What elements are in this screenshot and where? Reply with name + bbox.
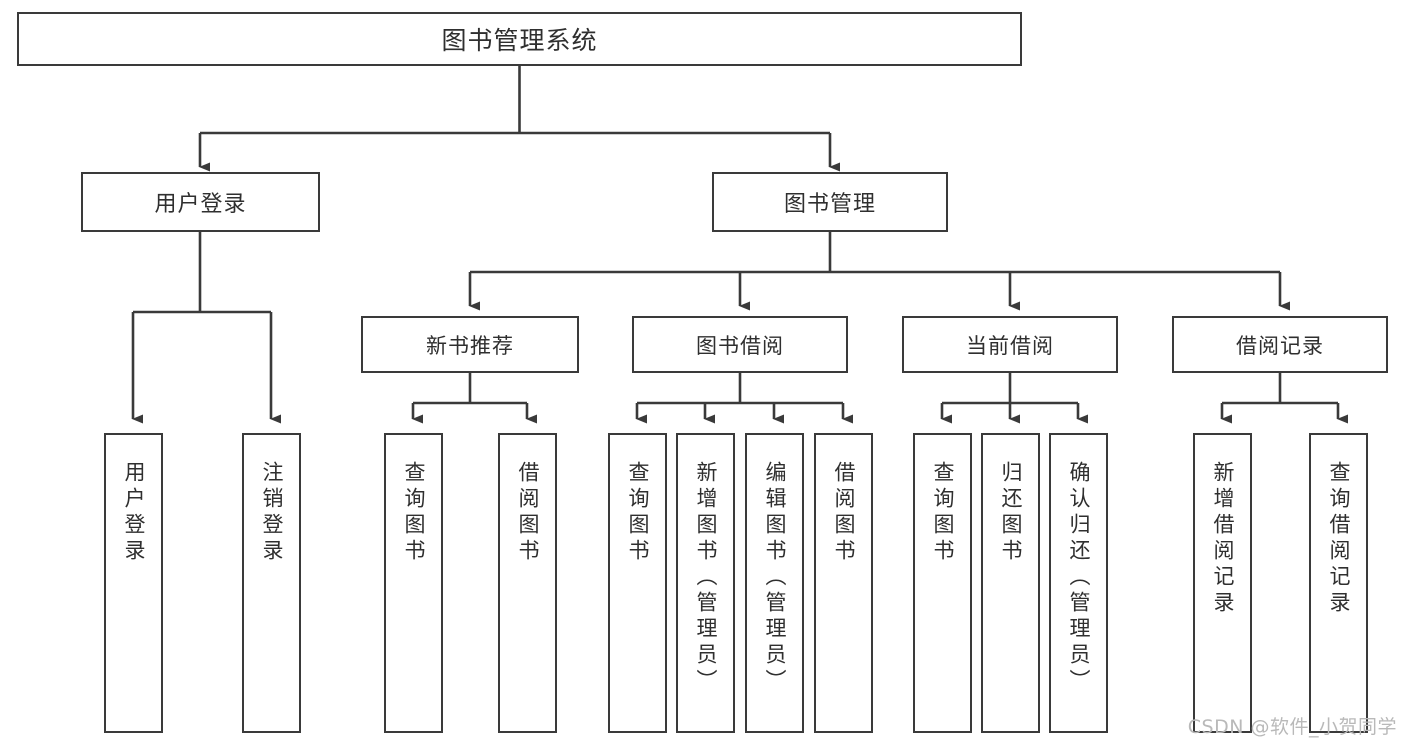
csdn-watermark: CSDN @软件_小贺同学 — [1187, 716, 1397, 738]
node-leaf-query-book-2[interactable]: 查询图书 — [608, 433, 667, 733]
node-leaf-add-record-label: 新增借阅记录 — [1211, 461, 1235, 617]
node-leaf-edit-book[interactable]: 编辑图书（管理员） — [745, 433, 804, 733]
node-new-book-recommend[interactable]: 新书推荐 — [361, 316, 579, 373]
node-current-borrow[interactable]: 当前借阅 — [902, 316, 1118, 373]
node-leaf-query-book-3[interactable]: 查询图书 — [913, 433, 972, 733]
node-leaf-borrow-book-2[interactable]: 借阅图书 — [814, 433, 873, 733]
node-leaf-query-book-3-label: 查询图书 — [931, 461, 955, 565]
node-leaf-return-book[interactable]: 归还图书 — [981, 433, 1040, 733]
node-book-borrow-label: 图书借阅 — [696, 333, 784, 358]
node-user-login-label: 用户登录 — [154, 192, 247, 217]
node-leaf-logout-login-label: 注销登录 — [260, 461, 284, 565]
node-book-borrow[interactable]: 图书借阅 — [632, 316, 848, 373]
node-leaf-user-login[interactable]: 用户登录 — [104, 433, 163, 733]
node-leaf-confirm-return[interactable]: 确认归还（管理员） — [1049, 433, 1108, 733]
node-leaf-return-book-label: 归还图书 — [999, 461, 1023, 565]
node-leaf-borrow-book-1-label: 借阅图书 — [516, 461, 540, 565]
node-root-label: 图书管理系统 — [441, 26, 598, 55]
node-leaf-query-book-1-label: 查询图书 — [402, 461, 426, 565]
node-leaf-user-login-label: 用户登录 — [122, 461, 146, 565]
node-book-management-label: 图书管理 — [783, 192, 876, 217]
node-leaf-add-book[interactable]: 新增图书（管理员） — [676, 433, 735, 733]
node-leaf-edit-book-label: 编辑图书（管理员） — [763, 461, 787, 695]
node-leaf-borrow-book-1[interactable]: 借阅图书 — [498, 433, 557, 733]
node-leaf-confirm-return-label: 确认归还（管理员） — [1067, 461, 1091, 695]
node-leaf-query-book-1[interactable]: 查询图书 — [384, 433, 443, 733]
node-book-management[interactable]: 图书管理 — [712, 172, 948, 232]
node-user-login[interactable]: 用户登录 — [81, 172, 320, 232]
node-root[interactable]: 图书管理系统 — [17, 12, 1022, 66]
node-borrow-record[interactable]: 借阅记录 — [1172, 316, 1388, 373]
node-leaf-borrow-book-2-label: 借阅图书 — [832, 461, 856, 565]
node-leaf-query-record-label: 查询借阅记录 — [1327, 461, 1351, 617]
node-borrow-record-label: 借阅记录 — [1236, 333, 1324, 358]
node-leaf-add-book-label: 新增图书（管理员） — [694, 461, 718, 695]
node-leaf-query-record[interactable]: 查询借阅记录 — [1309, 433, 1368, 733]
node-leaf-query-book-2-label: 查询图书 — [626, 461, 650, 565]
node-leaf-add-record[interactable]: 新增借阅记录 — [1193, 433, 1252, 733]
node-current-borrow-label: 当前借阅 — [966, 333, 1054, 358]
node-leaf-logout-login[interactable]: 注销登录 — [242, 433, 301, 733]
node-new-book-recommend-label: 新书推荐 — [426, 333, 514, 358]
